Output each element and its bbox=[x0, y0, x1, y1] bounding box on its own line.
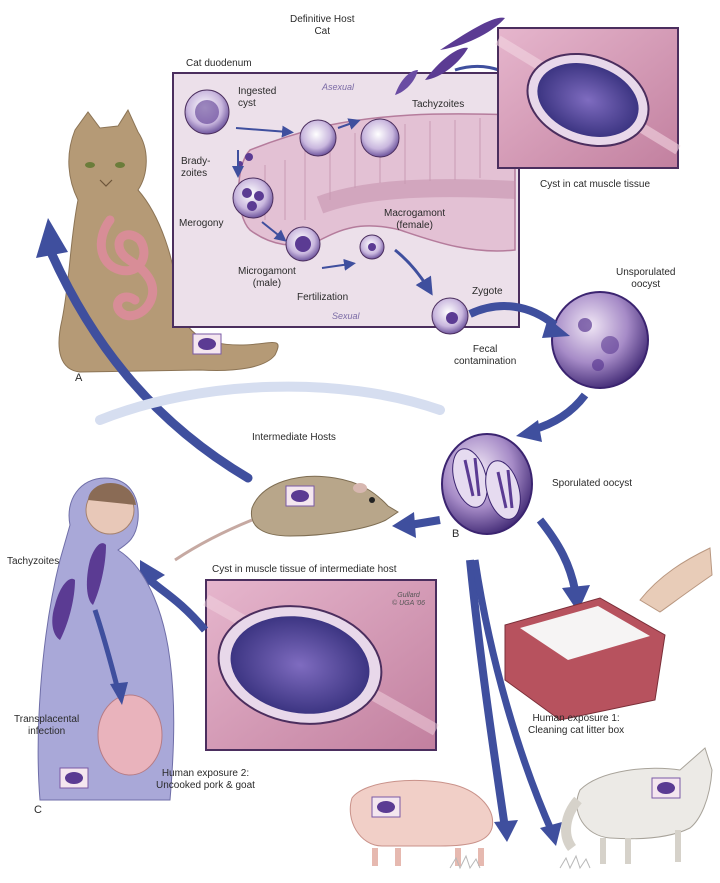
cyst-cat-muscle-label: Cyst in cat muscle tissue bbox=[540, 179, 651, 190]
bradyzoites-label: Brady-zoites bbox=[181, 156, 211, 179]
cyst-intermediate-host-label: Cyst in muscle tissue of intermediate ho… bbox=[212, 564, 397, 575]
asexual-label: Asexual bbox=[322, 82, 355, 92]
microgamont-label: Microgamont(male) bbox=[238, 266, 296, 289]
intermediate-hosts-label: Intermediate Hosts bbox=[252, 432, 336, 443]
goat-illustration bbox=[561, 747, 713, 864]
cat-duodenum-label: Cat duodenum bbox=[186, 58, 252, 69]
duodenum-panel bbox=[172, 72, 520, 328]
zygote-label: Zygote bbox=[472, 286, 503, 297]
sporulated-oocyst bbox=[441, 433, 533, 535]
cat-muscle-cyst-panel bbox=[495, 27, 681, 169]
label-c: C bbox=[34, 804, 42, 816]
label-a: A bbox=[75, 372, 83, 384]
pregnant-woman-illustration bbox=[37, 477, 175, 801]
intermediate-host-cyst-panel bbox=[203, 579, 439, 751]
tachyzoites-label-top: Tachyzoites bbox=[412, 99, 465, 110]
oocyst-icon bbox=[551, 291, 649, 389]
label-b: B bbox=[452, 528, 460, 540]
litter-box-illustration bbox=[504, 547, 713, 721]
human-exposure-1-label: Human exposure 1:Cleaning cat litter box bbox=[528, 713, 625, 736]
merogony-label: Merogony bbox=[179, 218, 224, 229]
sexual-label: Sexual bbox=[332, 311, 360, 321]
human-exposure-2-label: Human exposure 2:Uncooked pork & goat bbox=[156, 768, 255, 791]
fertilization-label: Fertilization bbox=[297, 292, 349, 303]
sporulated-oocyst-label: Sporulated oocyst bbox=[552, 478, 633, 489]
rat-illustration bbox=[174, 475, 399, 562]
artist-signature: Gullard© UGA '06 bbox=[392, 592, 426, 608]
cat-illustration bbox=[58, 108, 279, 373]
pig-illustration bbox=[349, 779, 494, 866]
macrogamont-label: Macrogamont(female) bbox=[384, 208, 446, 231]
tachyzoites-label-left: Tachyzoites bbox=[7, 556, 60, 567]
